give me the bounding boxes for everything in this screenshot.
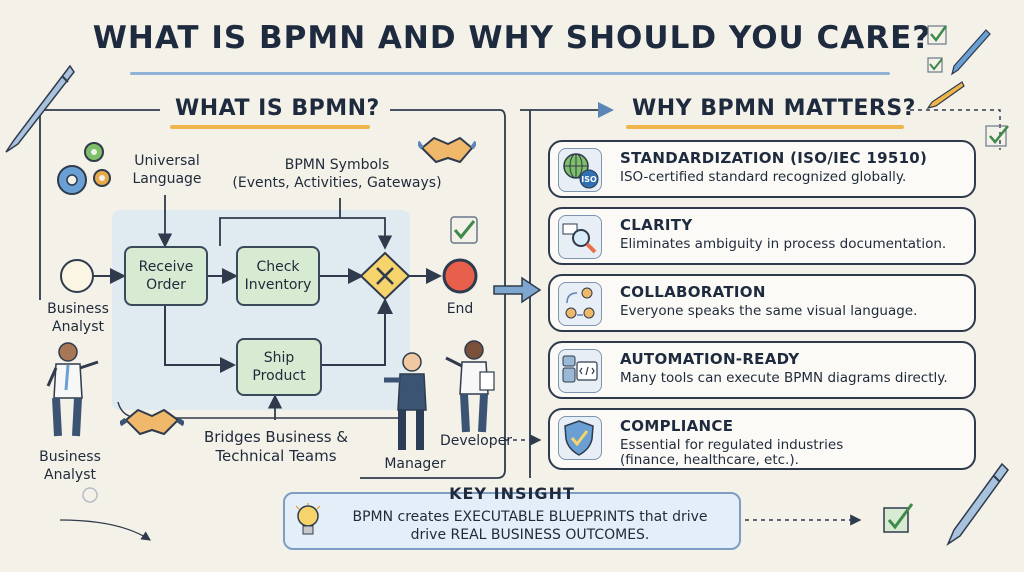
task-receive-order: Receive Order <box>124 246 208 306</box>
end-event-label: End <box>446 301 474 317</box>
people-cycle-icon <box>558 282 602 326</box>
gears-icon <box>57 142 111 195</box>
right-section-heading: WHY BPMN MATTERS? <box>632 96 916 121</box>
key-insight-box <box>283 492 741 550</box>
right-heading-underline <box>626 125 904 129</box>
developer-label: Developer <box>440 433 513 449</box>
card-title: AUTOMATION-READY <box>620 350 800 368</box>
pencil-small-icon <box>926 81 965 109</box>
checkbox-insight-icon <box>883 503 914 533</box>
key-insight-title: KEY INSIGHT <box>449 484 575 503</box>
bridges-teams-label: Bridges Business & Technical Teams <box>203 428 349 465</box>
robot-code-icon <box>558 349 602 393</box>
card-compliance: COMPLIANCE Essential for regulated indus… <box>548 408 976 470</box>
card-automation: AUTOMATION-READY Many tools can execute … <box>548 341 976 399</box>
task-check-inventory: Check Inventory <box>236 246 320 306</box>
check-pencil-icon <box>927 25 991 76</box>
card-desc: Eliminates ambiguity in process document… <box>620 236 947 252</box>
card-desc: Many tools can execute BPMN diagrams dir… <box>620 370 948 386</box>
page-title: WHAT IS BPMN AND WHY SHOULD YOU CARE? <box>92 20 932 56</box>
card-title: CLARITY <box>620 216 693 234</box>
business-analyst-figure <box>46 342 99 437</box>
title-underline <box>130 72 890 75</box>
card-standardization: ISO STANDARDIZATION (ISO/IEC 19510) ISO-… <box>548 140 976 198</box>
bpmn-symbols-label: BPMN Symbols (Events, Activities, Gatewa… <box>232 157 442 191</box>
developer-figure <box>445 340 495 433</box>
iso-badge-text: ISO <box>581 175 597 184</box>
lightbulb-icon <box>295 503 321 535</box>
universal-language-label: Universal Language <box>132 153 202 187</box>
card-collaboration: COLLABORATION Everyone speaks the same v… <box>548 274 976 332</box>
left-heading-underline <box>170 125 370 129</box>
card-desc: ISO-certified standard recognized global… <box>620 169 907 185</box>
handshake-icon <box>418 137 476 163</box>
card-desc: Everyone speaks the same visual language… <box>620 303 918 319</box>
manager-figure <box>384 352 427 450</box>
task-ship-product: Ship Product <box>236 338 322 396</box>
business-analyst-label-top: Business Analyst <box>47 301 109 335</box>
business-analyst-label-bottom: Business Analyst <box>39 449 101 483</box>
magnifier-icon <box>558 215 602 259</box>
card-title: COLLABORATION <box>620 283 766 301</box>
shield-check-icon <box>558 416 602 460</box>
pen-bottom-icon <box>946 462 1009 547</box>
card-desc: Essential for regulated industries (fina… <box>620 437 844 468</box>
card-title: STANDARDIZATION (ISO/IEC 19510) <box>620 149 928 167</box>
card-clarity: CLARITY Eliminates ambiguity in process … <box>548 207 976 265</box>
left-section-heading: WHAT IS BPMN? <box>175 96 380 121</box>
checkbox-right-icon <box>985 125 1009 147</box>
pen-icon <box>5 64 75 153</box>
handshake-bottom-icon <box>120 409 184 435</box>
manager-label: Manager <box>384 456 446 472</box>
check-mark-icon <box>450 216 478 244</box>
card-title: COMPLIANCE <box>620 417 734 435</box>
key-insight-text: BPMN creates EXECUTABLE BLUEPRINTS that … <box>352 509 708 543</box>
globe-iso-icon: ISO <box>558 148 602 192</box>
